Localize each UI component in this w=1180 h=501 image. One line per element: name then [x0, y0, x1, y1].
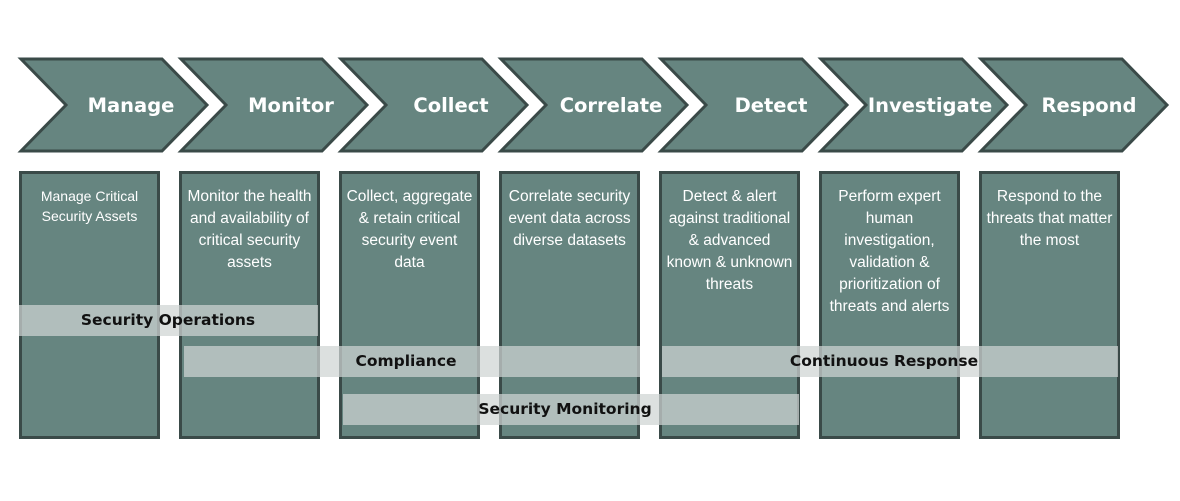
band-label-security-monitoring: Security Monitoring — [478, 400, 652, 418]
band-label-continuous-response: Continuous Response — [789, 352, 979, 370]
stage-label-investigate: Investigate — [868, 94, 992, 117]
process-chevrons: Manage Monitor Collect Correlate Detect … — [17, 57, 1170, 153]
column-respond: Respond to the threats that matter the m… — [979, 171, 1120, 439]
chevron-manage: Manage — [17, 57, 210, 153]
chevron-investigate: Investigate — [817, 57, 1010, 153]
chevron-monitor: Monitor — [177, 57, 370, 153]
description-manage: Manage Critical Security Assets — [40, 188, 139, 224]
chevron-respond: Respond — [977, 57, 1170, 153]
stage-label-correlate: Correlate — [560, 94, 663, 117]
description-monitor: Monitor the health and availability of c… — [187, 188, 312, 271]
stage-label-monitor: Monitor — [248, 94, 334, 117]
band-compliance: Compliance — [184, 346, 640, 377]
description-correlate: Correlate security event data across div… — [508, 188, 631, 249]
description-respond: Respond to the threats that matter the m… — [986, 188, 1113, 249]
stage-label-respond: Respond — [1041, 94, 1136, 117]
description-detect: Detect & alert against traditional & adv… — [666, 188, 793, 293]
chevron-detect: Detect — [657, 57, 850, 153]
band-security-operations: Security Operations — [19, 305, 318, 336]
band-label-security-operations: Security Operations — [80, 311, 256, 329]
description-collect: Collect, aggregate & retain critical sec… — [346, 188, 473, 271]
band-label-compliance: Compliance — [355, 352, 457, 370]
stage-label-detect: Detect — [735, 94, 808, 117]
description-investigate: Perform expert human investigation, vali… — [829, 188, 950, 315]
stage-label-collect: Collect — [413, 94, 488, 117]
chevron-collect: Collect — [337, 57, 530, 153]
band-security-monitoring: Security Monitoring — [343, 394, 799, 425]
column-investigate: Perform expert human investigation, vali… — [819, 171, 960, 439]
band-continuous-response: Continuous Response — [662, 346, 1118, 377]
chevron-correlate: Correlate — [497, 57, 690, 153]
stage-label-manage: Manage — [88, 94, 175, 117]
